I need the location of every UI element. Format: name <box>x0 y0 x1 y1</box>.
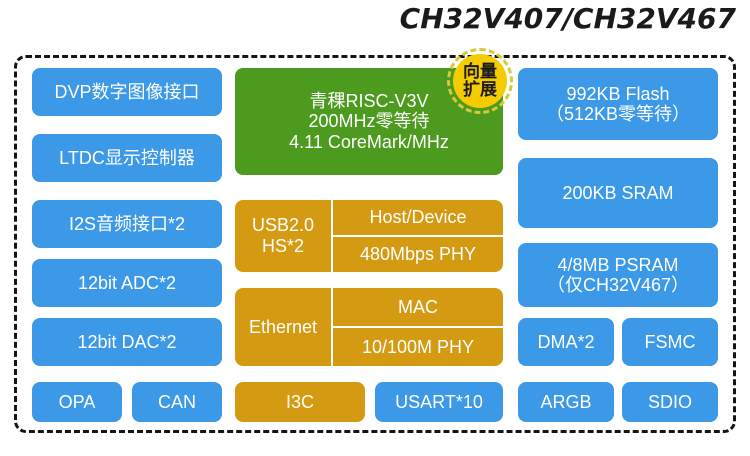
block-label: I2S音频接口*2 <box>68 213 186 234</box>
block-psram[interactable]: 4/8MB PSRAM （仅CH32V467） <box>518 243 718 307</box>
block-ltdc-controller[interactable]: LTDC显示控制器 <box>32 134 222 182</box>
opa-label: OPA <box>58 391 96 412</box>
block-usb[interactable]: USB2.0 HS*2 Host/Device 480Mbps PHY <box>235 200 503 272</box>
ethernet-details: MAC 10/100M PHY <box>331 288 503 366</box>
badge-line-2: 扩展 <box>463 80 497 99</box>
block-i2s-audio[interactable]: I2S音频接口*2 <box>32 200 222 248</box>
vector-extension-badge[interactable]: 向量 扩展 <box>447 48 513 114</box>
badge-core: 向量 扩展 <box>453 54 507 108</box>
argb-label: ARGB <box>540 391 592 412</box>
usb-details: Host/Device 480Mbps PHY <box>331 200 503 272</box>
sdio-label: SDIO <box>647 391 692 412</box>
block-sdio[interactable]: SDIO <box>622 382 718 422</box>
usart-label: USART*10 <box>395 391 483 412</box>
block-opa[interactable]: OPA <box>32 382 122 422</box>
block-adc[interactable]: 12bit ADC*2 <box>32 259 222 307</box>
block-fsmc[interactable]: FSMC <box>622 318 718 366</box>
can-label: CAN <box>157 391 196 412</box>
psram-line-1: 4/8MB PSRAM <box>557 254 679 275</box>
block-i3c[interactable]: I3C <box>235 382 365 422</box>
block-can[interactable]: CAN <box>132 382 222 422</box>
psram-line-2: （仅CH32V467） <box>546 275 690 295</box>
usb-title-line-1: USB2.0 <box>251 215 315 236</box>
core-line-2: 200MHz零等待 <box>308 111 430 132</box>
dma-label: DMA*2 <box>537 331 595 352</box>
block-sram[interactable]: 200KB SRAM <box>518 158 718 228</box>
badge-dashed-ring <box>447 48 513 114</box>
fsmc-label: FSMC <box>644 331 696 352</box>
diagram-frame <box>14 55 736 433</box>
core-line-1: 青稞RISC-V3V <box>309 91 429 112</box>
block-dac[interactable]: 12bit DAC*2 <box>32 318 222 366</box>
usb-title-line-2: HS*2 <box>261 236 305 256</box>
block-dvp-interface[interactable]: DVP数字图像接口 <box>32 68 222 116</box>
block-dma[interactable]: DMA*2 <box>518 318 614 366</box>
block-usart[interactable]: USART*10 <box>375 382 503 422</box>
sram-label: 200KB SRAM <box>562 182 674 203</box>
block-label: LTDC显示控制器 <box>59 147 195 168</box>
usb-phy: 480Mbps PHY <box>333 235 503 272</box>
block-ethernet[interactable]: Ethernet MAC 10/100M PHY <box>235 288 503 366</box>
block-risc-v-core[interactable]: 青稞RISC-V3V 200MHz零等待 4.11 CoreMark/MHz <box>235 68 503 175</box>
i3c-label: I3C <box>285 391 314 412</box>
usb-title: USB2.0 HS*2 <box>235 200 331 272</box>
block-flash[interactable]: 992KB Flash （512KB零等待） <box>518 68 718 140</box>
ethernet-title: Ethernet <box>248 316 318 337</box>
flash-line-2: （512KB零等待） <box>545 104 691 124</box>
block-label: DVP数字图像接口 <box>54 81 200 102</box>
usb-host-device: Host/Device <box>369 207 467 227</box>
page-title: CH32V407/CH32V467 <box>399 2 736 35</box>
ethernet-mac: MAC <box>398 296 438 317</box>
block-label: 12bit DAC*2 <box>77 331 177 352</box>
flash-line-1: 992KB Flash <box>566 83 670 104</box>
core-line-3: 4.11 CoreMark/MHz <box>289 131 449 152</box>
ethernet-phy: 10/100M PHY <box>333 326 503 366</box>
badge-line-1: 向量 <box>463 61 497 81</box>
block-label: 12bit ADC*2 <box>77 272 177 293</box>
block-argb[interactable]: ARGB <box>518 382 614 422</box>
